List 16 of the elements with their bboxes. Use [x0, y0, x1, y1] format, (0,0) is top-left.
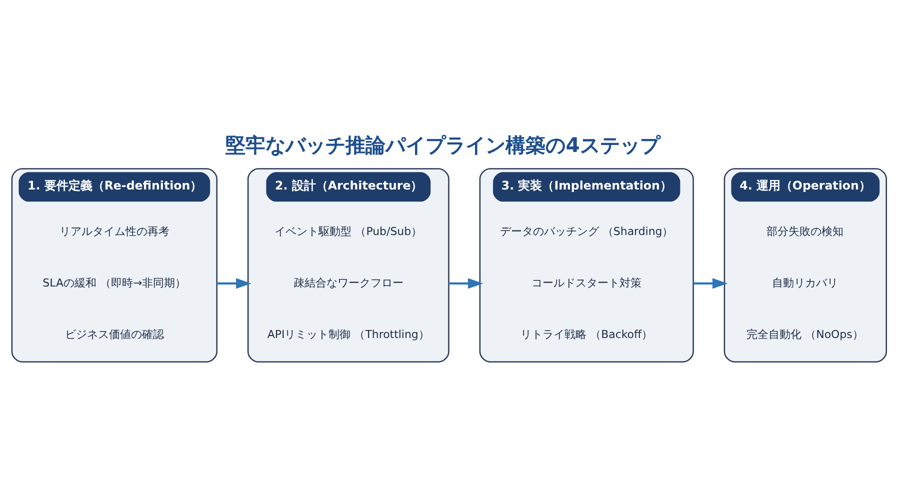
node-text: リトライ戦略 （Backoff） — [520, 328, 653, 341]
node-text: 自動リカバリ — [772, 276, 838, 290]
node-text: 疎結合なワークフロー — [293, 276, 404, 290]
arrow — [216, 278, 252, 289]
arrow — [448, 278, 484, 289]
node-text: 完全自動化 （NoOps） — [746, 328, 864, 341]
diagram-title: 堅牢なバッチ推論パイプライン構築の4ステップ — [226, 133, 660, 158]
node-text: ビジネス価値の確認 — [64, 328, 164, 341]
arrow — [693, 278, 728, 289]
node-text: コールドスタート対策 — [532, 276, 642, 290]
node-text: SLAの緩和 （即時→非同期） — [42, 276, 186, 290]
node-text: データのバッチング （Sharding） — [500, 224, 674, 238]
node-text: 部分失敗の検知 — [766, 224, 844, 238]
node-text: リアルタイム性の再考 — [59, 224, 170, 238]
node-text: APIリミット制御 （Throttling） — [267, 328, 430, 341]
node-text: イベント駆動型 （Pub/Sub） — [274, 224, 422, 238]
